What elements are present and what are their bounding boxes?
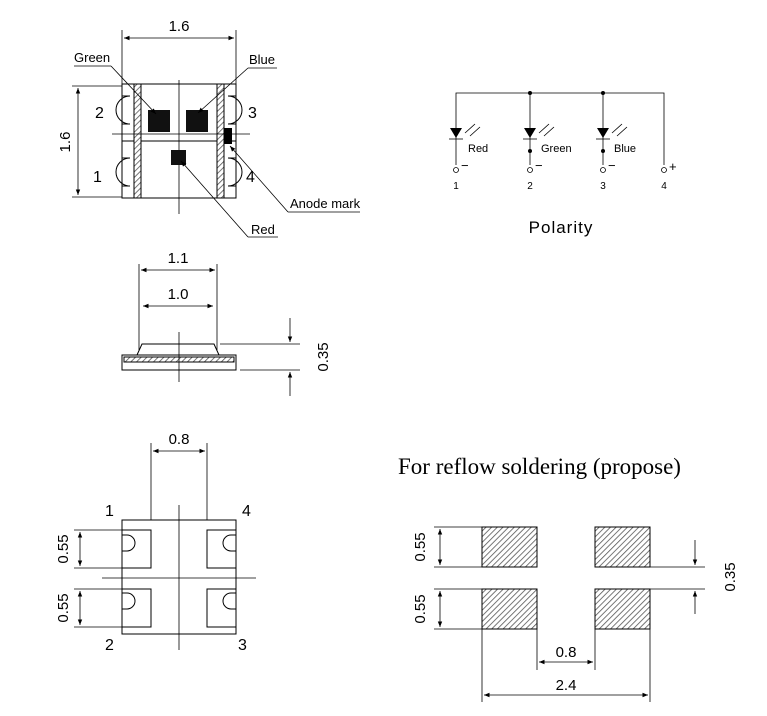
side-inner-dim: 1.0 [168, 286, 189, 303]
bottom-pad-top-dim: 0.55 [55, 534, 72, 563]
reflow-gap-v-dim: 0.35 [722, 562, 739, 591]
notch-pin-2 [115, 95, 131, 125]
notch-pin-4 [227, 157, 243, 187]
bottom-pad-bottom-dim: 0.55 [55, 593, 72, 622]
red-label: Red [251, 222, 275, 237]
red-led-symbol [450, 128, 462, 138]
reflow-pad-bottom-dim: 0.55 [412, 594, 429, 623]
blue-led-symbol [597, 128, 609, 138]
polarity-plus-4: + [669, 159, 677, 174]
top-view: 1.6 1.6 Green Blue [57, 18, 361, 238]
reflow-pad-bottom-right [594, 588, 651, 630]
red-chip [171, 150, 186, 165]
reflow-pad-top-left [481, 526, 538, 568]
anode-mark-label: Anode mark [290, 196, 361, 211]
polarity-pin-1: 1 [453, 181, 459, 192]
polarity-pin-3: 3 [600, 181, 606, 192]
green-chip [148, 110, 170, 132]
polarity-green-label: Green [541, 143, 572, 155]
top-pin-1: 1 [93, 169, 102, 186]
bottom-pin-4: 4 [242, 503, 251, 520]
top-pin-2: 2 [95, 105, 104, 122]
blue-chip [186, 110, 208, 132]
right-electrode-bar [216, 83, 225, 199]
bottom-pin-3: 3 [238, 637, 247, 654]
bottom-pin-1: 1 [105, 503, 114, 520]
left-electrode-bar [133, 83, 142, 199]
polarity-pin-2: 2 [527, 181, 533, 192]
bottom-view: 0.8 0.55 0.55 1 4 2 3 [55, 431, 256, 654]
polarity-diagram: Red Green Blue − − − + 1 2 3 4 Polarity [449, 91, 677, 237]
polarity-minus-1: − [461, 158, 469, 173]
side-view: 1.1 1.0 0.35 [121, 250, 332, 396]
side-outer-dim: 1.1 [168, 250, 189, 267]
green-label: Green [74, 50, 110, 65]
reflow-title: For reflow soldering (propose) [398, 454, 681, 479]
bottom-gap-dim: 0.8 [169, 431, 190, 448]
reflow-total-dim: 2.4 [556, 677, 577, 694]
polarity-pin-4: 4 [661, 181, 667, 192]
polarity-red-label: Red [468, 143, 488, 155]
bottom-pin-2: 2 [105, 637, 114, 654]
side-lens-outline [136, 343, 220, 356]
notch-pin-3 [227, 95, 243, 125]
blue-label: Blue [249, 52, 275, 67]
polarity-minus-3: − [608, 158, 616, 173]
top-width-dim: 1.6 [169, 18, 190, 35]
polarity-title: Polarity [529, 218, 594, 237]
anode-mark [224, 128, 232, 144]
reflow-pad-top-dim: 0.55 [412, 532, 429, 561]
green-led-symbol [524, 128, 536, 138]
reflow-footprint: For reflow soldering (propose) 0.55 0.55… [398, 454, 739, 702]
notch-pin-1 [115, 157, 131, 187]
side-height-dim: 0.35 [315, 342, 332, 371]
top-pin-4: 4 [246, 169, 255, 186]
polarity-minus-2: − [535, 158, 543, 173]
reflow-pad-bottom-left [481, 588, 538, 630]
polarity-blue-label: Blue [614, 143, 636, 155]
top-pin-3: 3 [248, 105, 257, 122]
reflow-pad-top-right [594, 526, 651, 568]
top-height-dim: 1.6 [57, 132, 74, 153]
reflow-gap-h-dim: 0.8 [556, 644, 577, 661]
